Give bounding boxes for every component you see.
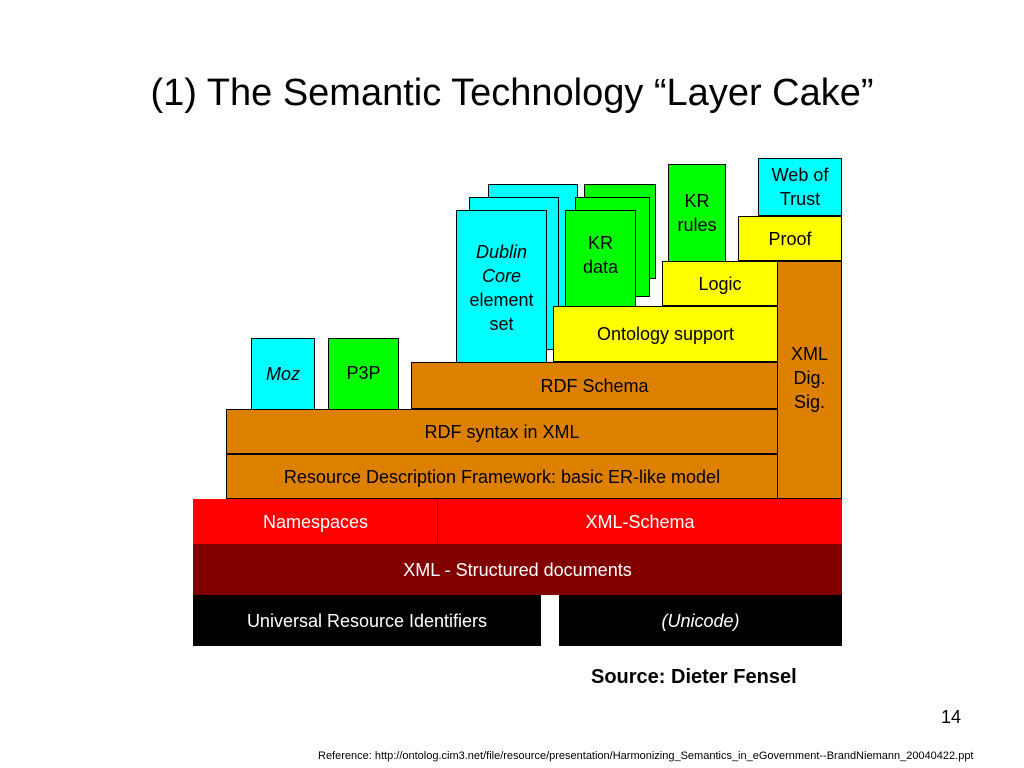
kr-data-card: KR data <box>565 210 636 307</box>
rdf-syntax-layer: RDF syntax in XML <box>226 409 778 454</box>
slide-title: (1) The Semantic Technology “Layer Cake” <box>150 72 874 114</box>
source-credit: Source: Dieter Fensel <box>591 666 797 688</box>
xml-structured-documents-layer: XML - Structured documents <box>193 544 842 595</box>
p3p-card: P3P <box>328 338 399 410</box>
rdf-schema-layer: RDF Schema <box>411 362 778 409</box>
proof-layer: Proof <box>738 216 842 261</box>
namespaces-layer: Namespaces <box>193 499 438 544</box>
kr-rules-card: KR rules <box>668 164 726 262</box>
ontology-support-layer: Ontology support <box>553 306 778 362</box>
xml-schema-layer: XML-Schema <box>438 499 842 544</box>
reference-link: Reference: http://ontolog.cim3.net/file/… <box>318 750 974 762</box>
dublin-core-card: Dublin Core element set <box>456 210 547 365</box>
dublin-core-name: Dublin Core <box>475 241 528 286</box>
xml-dig-sig-layer: XML Dig. Sig. <box>777 261 842 499</box>
unicode-layer: (Unicode) <box>559 595 842 646</box>
web-of-trust-card: Web of Trust <box>758 158 842 216</box>
uri-layer: Universal Resource Identifiers <box>193 595 541 646</box>
page-number: 14 <box>941 707 962 727</box>
rdf-model-layer: Resource Description Framework: basic ER… <box>226 454 778 499</box>
dublin-core-element-set: element set <box>469 289 534 334</box>
moz-card: Moz <box>251 338 315 410</box>
logic-layer: Logic <box>662 261 778 306</box>
